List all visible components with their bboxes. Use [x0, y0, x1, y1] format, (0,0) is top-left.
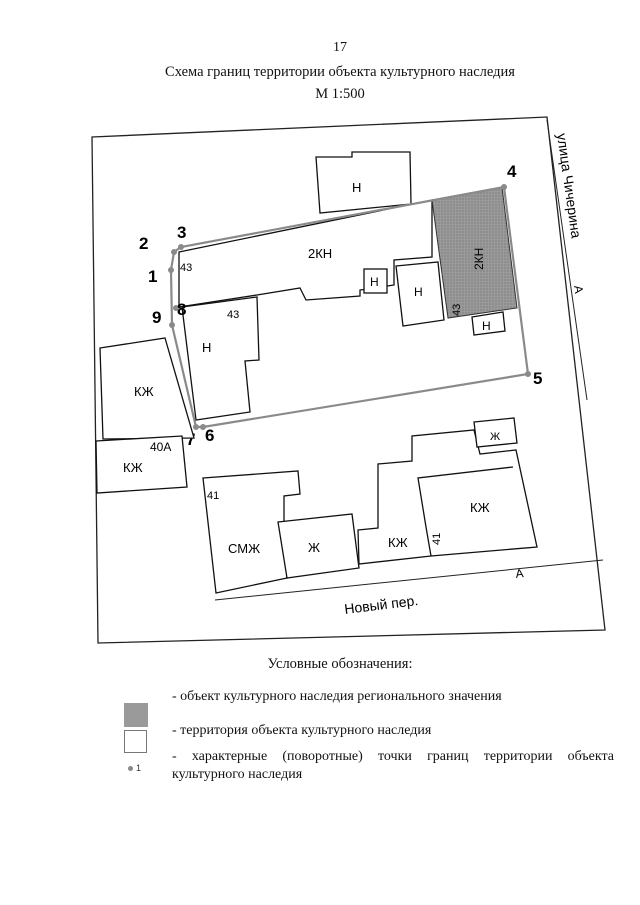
point-label: 7 — [186, 430, 195, 449]
building-label: СМЖ — [228, 541, 260, 556]
point-label: 4 — [507, 162, 517, 181]
page-title: Схема границ территории объекта культурн… — [165, 64, 515, 80]
point-label: 5 — [533, 369, 542, 388]
page-number: 17 — [333, 40, 347, 55]
lane-edge-line — [214, 559, 604, 601]
building-zh-bottom — [277, 513, 360, 579]
house-number: 40А — [150, 440, 171, 454]
building-zh-small — [473, 417, 518, 448]
building-label: 2КН — [308, 246, 332, 261]
building-label: Н — [352, 180, 361, 195]
road-marker: А — [515, 566, 525, 581]
map-scale: М 1:500 — [315, 86, 365, 102]
building-label: КЖ — [388, 535, 408, 550]
boundary-turning-points — [168, 184, 531, 430]
point-label: 2 — [139, 234, 148, 253]
legend-item-turning-points: - характерные (поворотные) точки границ … — [172, 749, 614, 782]
house-number: 43 — [227, 309, 239, 321]
building-label: Ж — [308, 540, 320, 555]
building-kzh-left — [99, 337, 195, 440]
building-kzh-left2 — [95, 435, 188, 494]
point-label: 6 — [205, 426, 214, 445]
legend-point-sample: 1 — [136, 763, 142, 773]
house-number: 41 — [207, 490, 219, 502]
street-edge-line — [546, 119, 588, 401]
building-kzh-bottom — [357, 429, 538, 565]
point-numbers: 1 2 3 4 5 6 7 8 9 — [139, 162, 542, 449]
legend-item-heritage-object: - объект культурного наследия региональн… — [172, 689, 502, 704]
point-label: 9 — [152, 308, 161, 327]
building-label: Ж — [490, 431, 500, 443]
point-label: 8 — [177, 300, 186, 319]
legend-swatch-heritage-territory — [124, 730, 147, 753]
building-n-small — [395, 261, 445, 327]
lane-name: Новый пер. — [343, 592, 419, 617]
building-divider — [425, 526, 432, 557]
house-number: 43 — [180, 262, 192, 274]
building-label: Н — [482, 319, 491, 333]
building-label: КЖ — [470, 500, 490, 515]
house-number: 41 — [431, 533, 443, 545]
building-label: 2КН — [472, 248, 486, 270]
point-label: 3 — [177, 223, 186, 242]
legend-swatch-turning-point: 1 — [128, 763, 141, 773]
legend-swatch-heritage-object — [124, 703, 148, 727]
point-dot-icon — [128, 766, 133, 772]
legend-title: Условные обозначения: — [267, 656, 413, 672]
building-n-small — [363, 268, 388, 294]
building-label: КЖ — [123, 460, 143, 475]
building-label: Н — [202, 340, 211, 355]
point-label: 1 — [148, 267, 157, 286]
building-n-top — [315, 151, 412, 214]
legend-item-heritage-territory: - территория объекта культурного наследи… — [172, 723, 432, 738]
building-2kn-main — [178, 199, 433, 308]
road-marker: А — [571, 284, 586, 294]
building-label: КЖ — [134, 384, 154, 399]
house-number: 43 — [451, 304, 463, 316]
building-n-left — [181, 296, 260, 421]
building-n-small — [471, 311, 506, 336]
building-divider — [417, 466, 514, 528]
building-label: Н — [370, 275, 379, 289]
building-label: Н — [414, 285, 423, 299]
